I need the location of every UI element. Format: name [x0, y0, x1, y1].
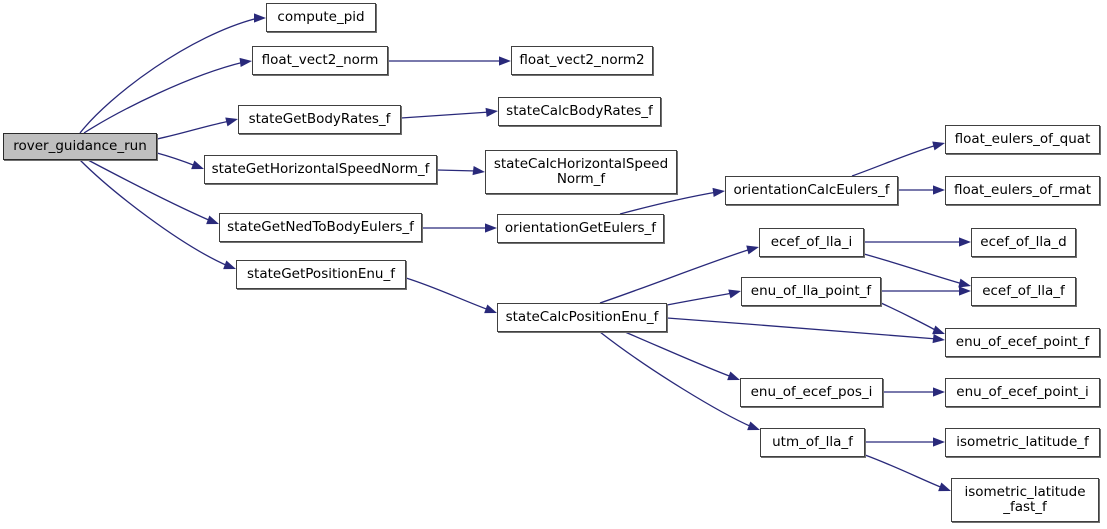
edge-rover_guidance_run-to-stateGetHorizontalSpeedNorm_f: [156, 152, 204, 170]
node-isometric_latitude_f[interactable]: isometric_latitude_f: [945, 428, 1100, 457]
edge-rover_guidance_run-to-stateGetNedToBodyEulers_f: [87, 159, 219, 225]
edge-stateGetNedToBodyEulers_f-to-orientationGetEulers_f: [422, 223, 497, 233]
node-stateCalcPositionEnu_f[interactable]: stateCalcPositionEnu_f: [497, 303, 667, 332]
edge-orientationCalcEulers_f-to-float_eulers_of_rmat: [898, 185, 945, 195]
edge-stateCalcPositionEnu_f-to-utm_of_lla_f: [599, 331, 760, 431]
node-stateCalcBodyRates_f[interactable]: stateCalcBodyRates_f: [498, 97, 661, 126]
edge-stateCalcPositionEnu_f-to-enu_of_ecef_pos_i: [624, 331, 740, 381]
node-compute_pid[interactable]: compute_pid: [266, 3, 376, 32]
node-float_eulers_of_quat[interactable]: float_eulers_of_quat: [945, 125, 1100, 154]
node-isometric_latitude_fast_f[interactable]: isometric_latitude _fast_f: [951, 478, 1099, 522]
node-stateGetPositionEnu_f[interactable]: stateGetPositionEnu_f: [236, 260, 406, 289]
edge-stateCalcPositionEnu_f-to-enu_of_ecef_point_f: [666, 317, 945, 344]
edge-stateGetBodyRates_f-to-stateCalcBodyRates_f: [400, 107, 498, 119]
edge-float_vect2_norm-to-float_vect2_norm2: [388, 56, 511, 66]
node-orientationCalcEulers_f[interactable]: orientationCalcEulers_f: [725, 176, 898, 205]
edge-ecef_of_lla_i-to-ecef_of_lla_f: [863, 253, 971, 288]
node-float_vect2_norm[interactable]: float_vect2_norm: [252, 46, 388, 75]
node-stateGetBodyRates_f[interactable]: stateGetBodyRates_f: [238, 105, 401, 134]
edge-stateGetPositionEnu_f-to-stateCalcPositionEnu_f: [405, 277, 497, 314]
edge-enu_of_lla_point_f-to-ecef_of_lla_f: [881, 286, 971, 296]
node-ecef_of_lla_d[interactable]: ecef_of_lla_d: [971, 228, 1076, 257]
node-orientationGetEulers_f[interactable]: orientationGetEulers_f: [497, 214, 664, 243]
edge-orientationCalcEulers_f-to-float_eulers_of_quat: [851, 141, 945, 177]
edge-enu_of_lla_point_f-to-enu_of_ecef_point_f: [880, 302, 945, 335]
edge-ecef_of_lla_i-to-ecef_of_lla_d: [864, 237, 971, 247]
edge-rover_guidance_run-to-stateGetBodyRates_f: [156, 117, 238, 140]
edge-rover_guidance_run-to-compute_pid: [79, 13, 266, 134]
node-float_vect2_norm2[interactable]: float_vect2_norm2: [511, 46, 653, 75]
node-stateGetHorizontalSpeedNorm_f[interactable]: stateGetHorizontalSpeedNorm_f: [204, 155, 437, 184]
edge-orientationGetEulers_f-to-orientationCalcEulers_f: [619, 187, 725, 215]
node-enu_of_lla_point_f[interactable]: enu_of_lla_point_f: [741, 277, 881, 306]
edge-stateGetHorizontalSpeedNorm_f-to-stateCalcHorizontalSpeedNorm_f: [436, 165, 485, 176]
node-enu_of_ecef_pos_i[interactable]: enu_of_ecef_pos_i: [740, 378, 883, 407]
node-utm_of_lla_f[interactable]: utm_of_lla_f: [760, 428, 865, 457]
edge-utm_of_lla_f-to-isometric_latitude_fast_f: [864, 454, 951, 492]
node-enu_of_ecef_point_f[interactable]: enu_of_ecef_point_f: [945, 328, 1100, 357]
node-ecef_of_lla_i[interactable]: ecef_of_lla_i: [759, 228, 864, 257]
node-stateCalcHorizontalSpeedNorm_f[interactable]: stateCalcHorizontalSpeed Norm_f: [485, 150, 677, 194]
edge-stateCalcPositionEnu_f-to-enu_of_lla_point_f: [666, 289, 741, 306]
edge-stateCalcPositionEnu_f-to-ecef_of_lla_i: [599, 245, 759, 304]
node-float_eulers_of_rmat[interactable]: float_eulers_of_rmat: [945, 176, 1100, 205]
edge-rover_guidance_run-to-stateGetPositionEnu_f: [79, 159, 236, 270]
node-rover_guidance_run[interactable]: rover_guidance_run: [3, 133, 157, 160]
edge-utm_of_lla_f-to-isometric_latitude_f: [865, 437, 945, 447]
node-ecef_of_lla_f[interactable]: ecef_of_lla_f: [971, 277, 1076, 306]
edge-enu_of_ecef_pos_i-to-enu_of_ecef_point_i: [883, 387, 945, 397]
edge-rover_guidance_run-to-float_vect2_norm: [83, 57, 252, 134]
node-stateGetNedToBodyEulers_f[interactable]: stateGetNedToBodyEulers_f: [219, 213, 422, 242]
node-enu_of_ecef_point_i[interactable]: enu_of_ecef_point_i: [945, 378, 1100, 407]
